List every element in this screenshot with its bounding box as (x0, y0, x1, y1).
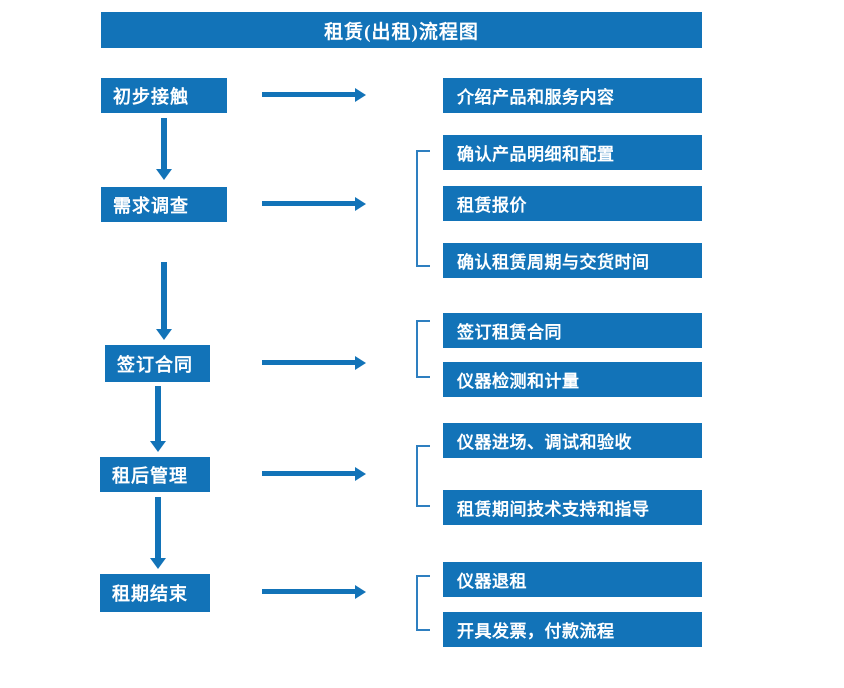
group-bracket-4 (416, 575, 430, 631)
detail-box-8[interactable]: 租赁期间技术支持和指导 (443, 490, 702, 525)
detail-box-7[interactable]: 仪器进场、调试和验收 (443, 423, 702, 458)
group-bracket-3 (416, 445, 430, 507)
detail-box-2[interactable]: 确认产品明细和配置 (443, 135, 702, 170)
detail-box-1[interactable]: 介绍产品和服务内容 (443, 78, 702, 113)
stage-box-3[interactable]: 签订合同 (105, 345, 210, 382)
detail-box-4[interactable]: 确认租赁周期与交货时间 (443, 243, 702, 278)
detail-box-10[interactable]: 开具发票，付款流程 (443, 612, 702, 647)
detail-box-6[interactable]: 仪器检测和计量 (443, 362, 702, 397)
vertical-arrow-2 (156, 262, 172, 340)
vertical-arrow-1 (156, 118, 172, 180)
stage-box-1[interactable]: 初步接触 (101, 78, 227, 113)
stage-box-4[interactable]: 租后管理 (100, 457, 210, 492)
group-bracket-2 (416, 320, 430, 378)
horizontal-arrow-4 (262, 467, 366, 481)
vertical-arrow-3 (150, 386, 166, 452)
horizontal-arrow-1 (262, 88, 366, 102)
detail-box-5[interactable]: 签订租赁合同 (443, 313, 702, 348)
stage-box-5[interactable]: 租期结束 (100, 574, 210, 612)
detail-box-3[interactable]: 租赁报价 (443, 186, 702, 221)
diagram-title: 租赁(出租)流程图 (101, 12, 702, 48)
detail-box-9[interactable]: 仪器退租 (443, 562, 702, 597)
horizontal-arrow-3 (262, 356, 366, 370)
horizontal-arrow-5 (262, 585, 366, 599)
stage-box-2[interactable]: 需求调查 (101, 187, 227, 222)
vertical-arrow-4 (150, 497, 166, 569)
group-bracket-1 (416, 150, 430, 267)
horizontal-arrow-2 (262, 197, 366, 211)
